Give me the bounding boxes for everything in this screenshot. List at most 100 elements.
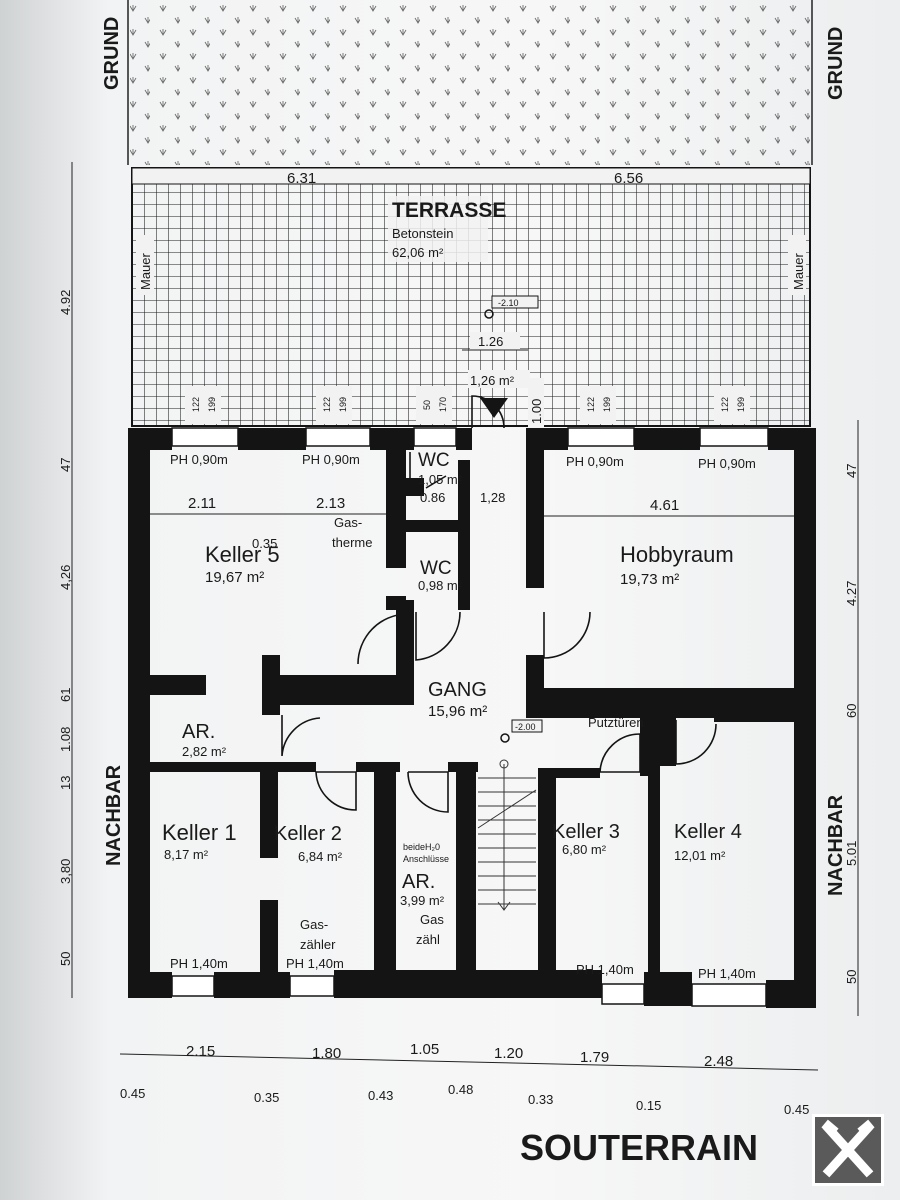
corridor-dim: 1,28	[480, 490, 505, 505]
wc1-dim: 0.86	[420, 490, 445, 505]
right-dim-4: 5.01	[844, 841, 859, 866]
keller3-area: 6,80 m²	[562, 842, 607, 857]
ph-keller2: PH 1,40m	[286, 956, 344, 971]
mauer-right-box	[788, 235, 806, 295]
mauer-label-right: Mauer	[791, 252, 806, 290]
keller5-name: Keller 5	[205, 542, 280, 567]
left-dim-6: 13	[58, 776, 73, 790]
putztueren-label: Putztüren	[588, 715, 644, 730]
keller1-name: Keller 1	[162, 820, 237, 845]
entrance-triangle-marker	[480, 398, 508, 418]
gang-level-box	[511, 719, 543, 733]
keller5-dim-035: 0.35	[252, 536, 277, 551]
terrace-width-right: 6.56	[614, 170, 643, 187]
left-dim-5: 1.08	[58, 727, 73, 752]
terrace-width-left: 6.31	[287, 170, 316, 187]
wall-dim-4: 0.48	[448, 1082, 473, 1097]
window-label-bg-3	[416, 386, 452, 424]
left-dim-3: 4,26	[58, 565, 73, 590]
ph-keller4: PH 1,40m	[698, 966, 756, 981]
gas-label: Gas-	[334, 515, 362, 530]
wc1-area: 1,05 m²	[418, 472, 463, 487]
windows	[171, 427, 769, 1007]
wc1-name: WC	[418, 450, 450, 471]
left-dim-7: 3,80	[58, 859, 73, 884]
mauer-label-left: Mauer	[138, 252, 153, 290]
window-label-bg-5	[714, 386, 750, 424]
wall-dim-5: 0.33	[528, 1092, 553, 1107]
window-width-4a: 122	[586, 397, 596, 412]
staircase	[477, 759, 537, 911]
terrace-name: TERRASSE	[392, 199, 506, 222]
window-width-2a: 122	[322, 397, 332, 412]
bottom-dim-3: 1.05	[410, 1041, 439, 1058]
left-dim-2: 47	[58, 458, 73, 472]
wall-dim-1: 0.45	[120, 1086, 145, 1101]
step-width: 1.26	[478, 334, 503, 349]
garden-area	[130, 0, 810, 165]
window-label-bg-1	[185, 386, 221, 424]
wall-dim-7: 0.45	[784, 1102, 809, 1117]
left-dim-1: 4.92	[58, 290, 73, 315]
door-swings	[281, 452, 717, 813]
keller2-zaehler: zähler	[300, 937, 336, 952]
window-width-5a: 122	[720, 397, 730, 412]
right-dim-1: 47	[844, 464, 859, 478]
terrace-area-label: 62,06 m²	[392, 245, 444, 260]
step-height: 1.00	[529, 399, 544, 424]
wall-dim-3: 0.43	[368, 1088, 393, 1103]
ar1-area: 2,82 m²	[182, 744, 227, 759]
gang-area: 15,96 m²	[428, 703, 487, 720]
keller5-dim-a: 2.11	[188, 495, 216, 512]
right-dim-5: 50	[844, 970, 859, 984]
ar2-area: 3,99 m²	[400, 893, 445, 908]
gang-level-marker	[500, 733, 510, 743]
plan-title: SOUTERRAIN	[520, 1127, 758, 1168]
left-dim-8: 50	[58, 952, 73, 966]
watermark-logo	[812, 1114, 884, 1186]
window-width-3a: 50	[422, 400, 432, 410]
grund-label-right: GRUND	[825, 27, 847, 100]
keller2-gas: Gas-	[300, 917, 328, 932]
window-width-2b: 199	[338, 397, 348, 412]
bottom-dim-2: 1.80	[312, 1045, 341, 1062]
gang-level: -2.00	[515, 722, 536, 732]
window-width-5b: 199	[736, 397, 746, 412]
right-dim-3: 60	[844, 704, 859, 718]
hobby-area: 19,73 m²	[620, 571, 679, 588]
ar2-note2: Anschlüsse	[403, 854, 449, 864]
nachbar-label-left: NACHBAR	[103, 764, 125, 866]
ar2-note1: beideH₂0	[403, 842, 440, 852]
keller4-area: 12,01 m²	[674, 848, 726, 863]
ph-hobby-a: PH 0,90m	[566, 454, 624, 469]
window-label-bg-4	[580, 386, 616, 424]
window-width-3b: 170	[438, 397, 448, 412]
bottom-dim-1: 2.15	[186, 1043, 215, 1060]
terrace-material: Betonstein	[392, 226, 453, 241]
gang-name: GANG	[428, 679, 487, 701]
hobby-dim: 4.61	[650, 497, 679, 514]
step-height-bg	[528, 378, 544, 428]
wc2-area: 0,98 m²	[418, 578, 463, 593]
ar2-name: AR.	[402, 871, 435, 893]
bottom-dim-line	[119, 1053, 819, 1071]
terrace-level-marker	[484, 309, 494, 319]
step-area-bg	[468, 370, 530, 388]
wall-dim-2: 0.35	[254, 1090, 279, 1105]
ph-keller1: PH 1,40m	[170, 956, 228, 971]
keller4-name: Keller 4	[674, 821, 742, 843]
bottom-dim-5: 1.79	[580, 1049, 609, 1066]
keller5-dim-b: 2.13	[316, 495, 345, 512]
hobby-name: Hobbyraum	[620, 542, 734, 567]
terrace-level: -2.10	[498, 298, 519, 308]
terrace-dim-band	[131, 167, 811, 185]
left-dim-4: 61	[58, 688, 73, 702]
bottom-dim-4: 1.20	[494, 1045, 523, 1062]
terrace-level-box	[491, 295, 539, 309]
ar2-gas: Gas	[420, 912, 444, 927]
step-area: 1,26 m²	[470, 373, 515, 388]
ph-keller5-a: PH 0,90m	[170, 452, 228, 467]
ph-keller3: PH 1,40m	[576, 962, 634, 977]
